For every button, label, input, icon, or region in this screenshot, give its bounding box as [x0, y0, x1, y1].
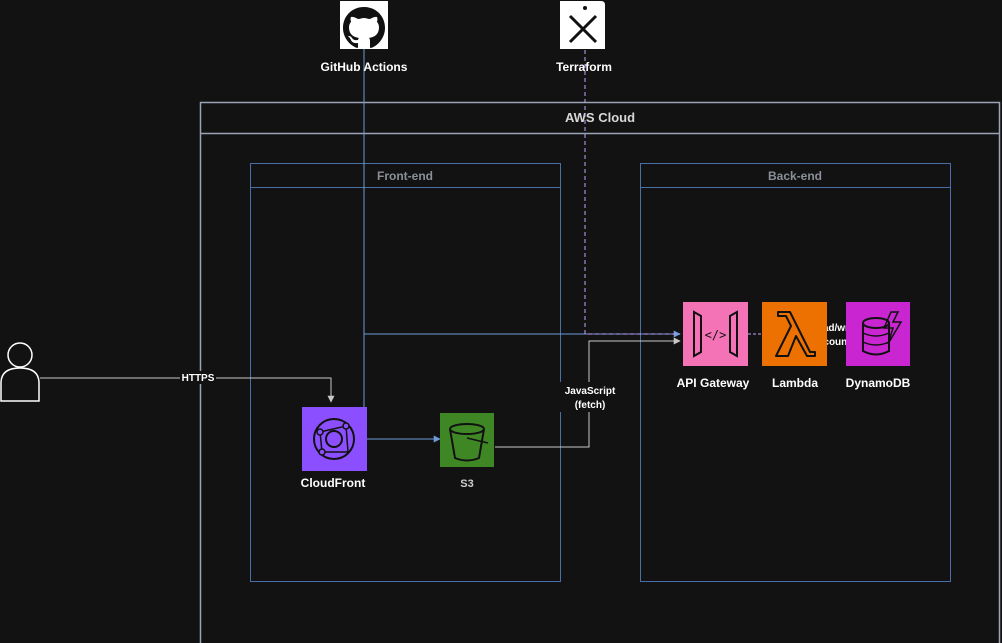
s3-node[interactable]: S3	[440, 413, 494, 490]
https-label: HTTPS	[182, 373, 215, 384]
aws-cloud-container: AWS Cloud	[199, 101, 1001, 643]
s3-label: S3	[460, 478, 473, 490]
dynamodb-icon	[846, 302, 910, 366]
backend-group-title: Back-end	[768, 169, 822, 183]
code-brackets-icon: </>	[705, 328, 727, 342]
fetch-label-line2: (fetch)	[575, 400, 606, 411]
https-edge	[40, 377, 335, 403]
s3-bucket-icon	[440, 413, 494, 467]
frontend-group-title: Front-end	[377, 169, 433, 183]
backend-group: Back-end	[640, 163, 951, 582]
github-actions-node[interactable]: GitHub Actions	[321, 1, 408, 74]
terraform-node[interactable]: Terraform	[556, 1, 612, 74]
frontend-group: Front-end	[250, 163, 561, 582]
user-icon	[0, 342, 40, 402]
terraform-icon	[560, 1, 605, 49]
cloudfront-label: CloudFront	[301, 476, 366, 490]
api-gateway-label: API Gateway	[677, 376, 750, 390]
cloudfront-icon	[302, 407, 367, 471]
fetch-label-bg	[560, 382, 618, 412]
cloudfront-node[interactable]: CloudFront	[301, 407, 367, 490]
dynamodb-node[interactable]: DynamoDB	[846, 302, 911, 390]
lambda-label: Lambda	[772, 376, 818, 390]
lambda-node[interactable]: Lambda	[762, 302, 827, 390]
github-actions-label: GitHub Actions	[321, 60, 408, 74]
terraform-label: Terraform	[556, 60, 612, 74]
aws-cloud-title: AWS Cloud	[565, 110, 635, 125]
https-label-bg	[180, 371, 216, 384]
terraform-provision-edge	[584, 50, 680, 335]
rw-label-line1: read/write	[813, 323, 861, 334]
rw-label-line2: count	[823, 337, 851, 348]
api-gateway-node[interactable]: </> API Gateway	[677, 302, 750, 390]
fetch-label-line1: JavaScript	[565, 386, 616, 397]
lambda-icon	[762, 302, 827, 366]
dynamodb-label: DynamoDB	[846, 376, 911, 390]
